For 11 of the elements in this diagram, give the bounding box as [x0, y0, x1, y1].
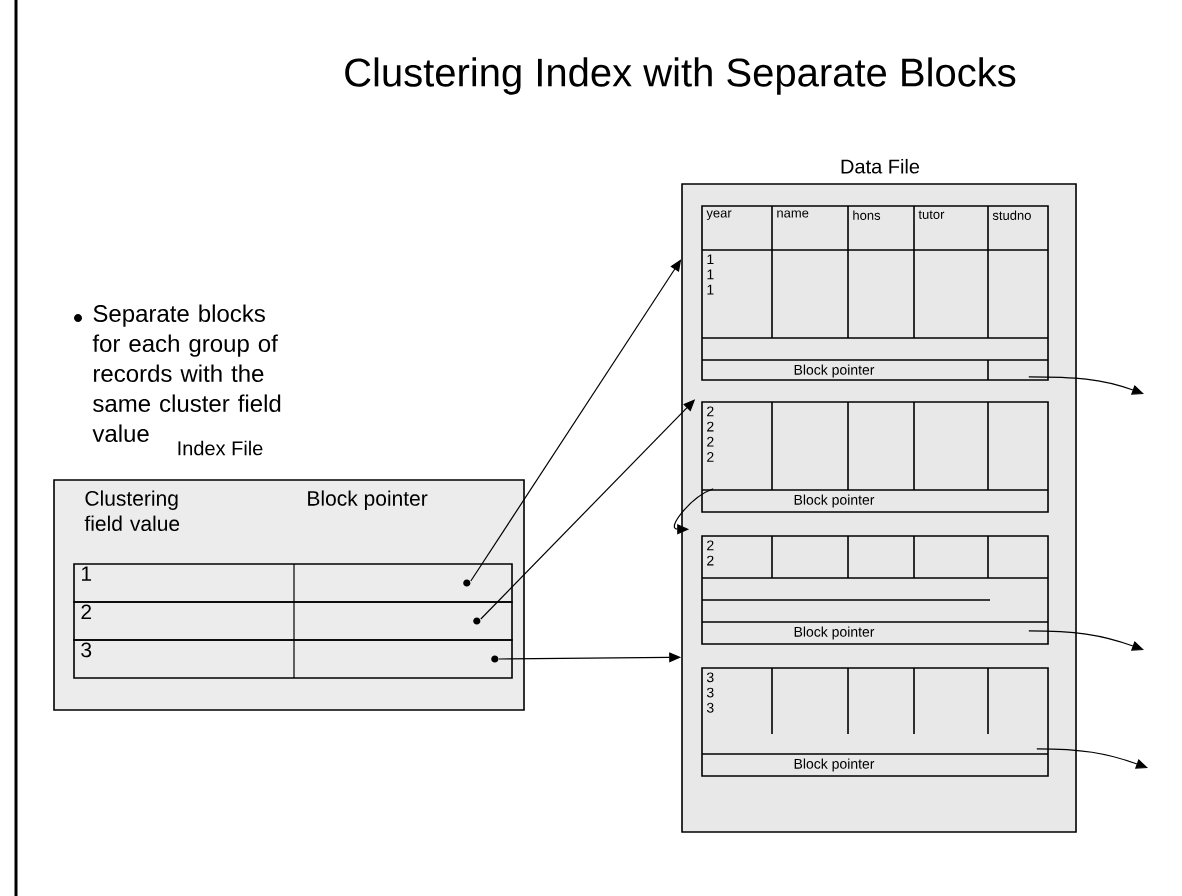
arrow	[673, 488, 714, 535]
index-row: 2	[73, 601, 513, 641]
index-row: 1	[73, 563, 513, 603]
arrow	[1028, 376, 1144, 395]
index-row: 3	[73, 639, 513, 679]
arrow	[1028, 630, 1144, 651]
bullet-text: Separate blocks for each group of records with the same cluster field value	[92, 304, 281, 442]
title: Clustering Index with Separate Blocks	[345, 57, 1016, 95]
node-label: Data File	[841, 158, 920, 174]
arrow	[1036, 748, 1148, 769]
node-label: Index File	[178, 440, 263, 456]
